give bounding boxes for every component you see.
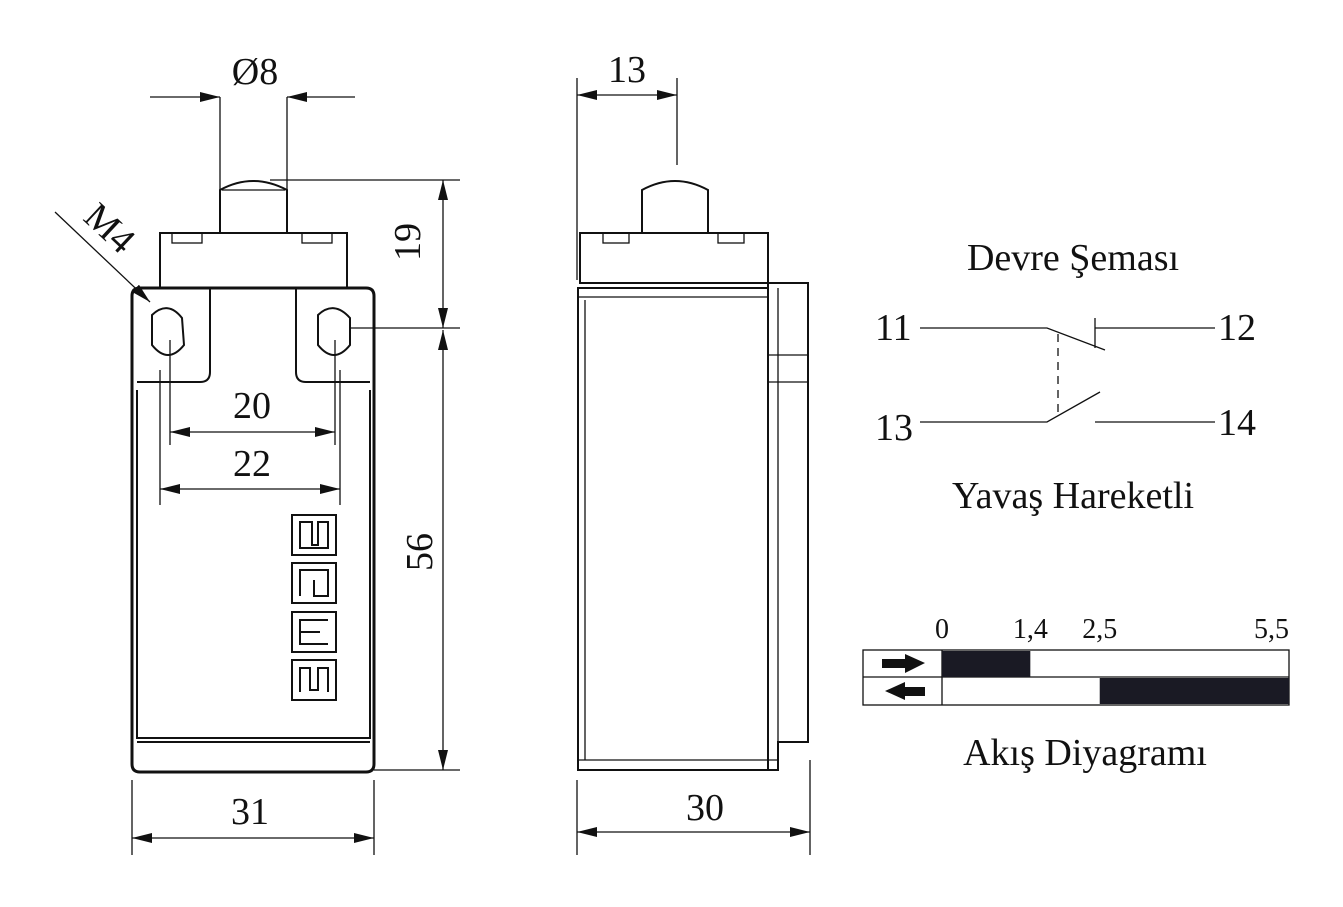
dim-thread: M4 — [76, 195, 143, 262]
side-view: 13 30 — [576, 49, 811, 855]
circuit-subtitle: Yavaş Hareketli — [952, 475, 1194, 517]
flow-bar-forward — [942, 651, 1031, 677]
dim-depth: 30 — [686, 787, 724, 829]
dim-hole-spacing-inner: 20 — [233, 385, 271, 427]
dim-shaft-diameter: Ø8 — [232, 51, 278, 93]
arrow-right-icon — [882, 654, 925, 673]
flow-scale-label: 2,5 — [1082, 614, 1117, 645]
dim-plunger-height: 19 — [387, 223, 429, 261]
dim-body-height: 56 — [399, 533, 441, 571]
terminal-13: 13 — [875, 407, 913, 449]
terminal-12: 12 — [1218, 307, 1256, 349]
flow-diagram: Akış Diyagramı 0 1,4 2,5 5,5 — [862, 614, 1290, 774]
flow-scale-label: 0 — [935, 614, 949, 645]
dim-plunger-offset: 13 — [608, 49, 646, 91]
circuit-title: Devre Şeması — [967, 237, 1179, 279]
flow-title: Akış Diyagramı — [963, 732, 1207, 774]
flow-scale-label: 1,4 — [1013, 614, 1048, 645]
terminal-14: 14 — [1218, 402, 1256, 444]
front-view: Ø8 M4 19 56 20 22 31 — [54, 51, 460, 855]
sems-logo — [291, 514, 337, 701]
dim-width: 31 — [231, 791, 269, 833]
circuit-diagram: Devre Şeması 11 12 13 14 Yavaş Hareketli — [875, 237, 1256, 517]
flow-bar-return — [1099, 678, 1289, 704]
terminal-11: 11 — [875, 307, 912, 349]
flow-scale-label: 5,5 — [1254, 614, 1289, 645]
arrow-left-icon — [885, 682, 925, 700]
dim-hole-spacing-outer: 22 — [233, 443, 271, 485]
